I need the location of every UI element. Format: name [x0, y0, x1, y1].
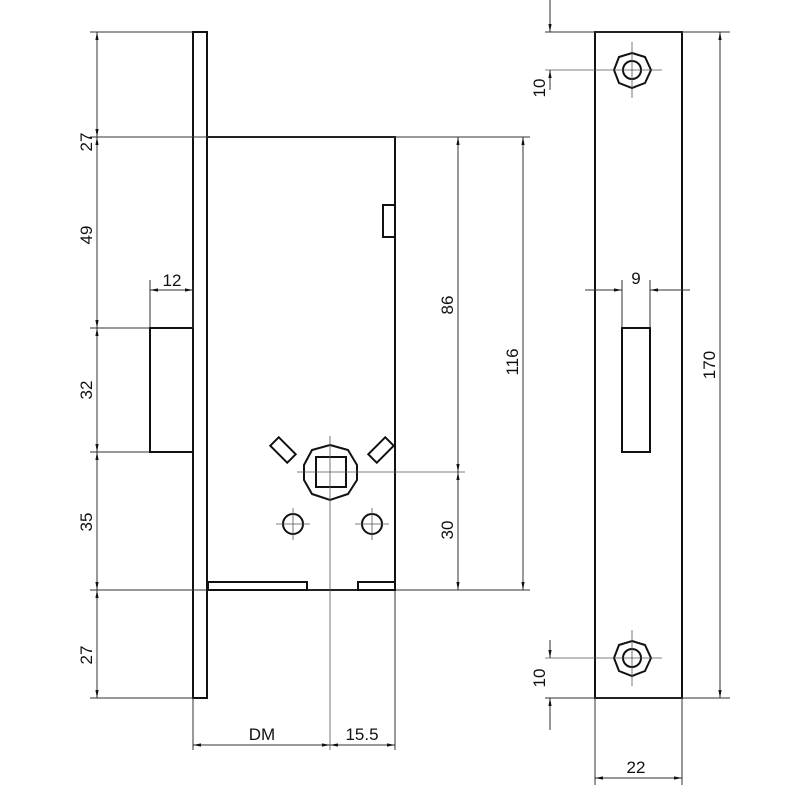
strike-plate-view: 10 10 9 170 22	[530, 0, 730, 785]
dim-27-top: 27	[77, 133, 96, 152]
dim-22: 22	[627, 758, 646, 777]
spindle-hub	[303, 443, 358, 502]
dim-15-5: 15.5	[345, 725, 378, 744]
bottom-tab-left	[207, 581, 308, 591]
dim-32: 32	[77, 381, 96, 400]
faceplate	[192, 31, 208, 699]
strike-slot	[621, 327, 651, 453]
dim-86: 86	[438, 296, 457, 315]
bottom-tab-right	[357, 581, 396, 591]
dim-slot-width: 9	[631, 269, 640, 288]
case-dimensions: 86 30 116 DM 15.5	[193, 137, 525, 747]
slot-left	[268, 435, 298, 465]
latch-bolt	[149, 327, 194, 453]
dim-49: 49	[77, 226, 96, 245]
lock-case	[206, 136, 396, 591]
case-notch	[382, 204, 396, 238]
dim-116: 116	[503, 348, 522, 375]
strike-hole-top	[612, 51, 653, 90]
mortise-lock-view	[90, 31, 530, 750]
dim-35: 35	[77, 513, 96, 532]
slot-right	[366, 435, 396, 465]
strike-hole-bottom	[612, 639, 653, 678]
strike-plate	[594, 31, 683, 699]
left-dimensions: 27 49 32 35 27 12	[77, 32, 193, 698]
dim-30: 30	[438, 521, 457, 540]
dim-hole-bottom: 10	[530, 669, 549, 688]
dim-hole-top: 10	[530, 79, 549, 98]
dim-bolt-width: 12	[163, 271, 182, 290]
dim-170: 170	[700, 351, 719, 379]
dim-27-bottom: 27	[77, 646, 96, 665]
dim-dm: DM	[249, 725, 275, 744]
